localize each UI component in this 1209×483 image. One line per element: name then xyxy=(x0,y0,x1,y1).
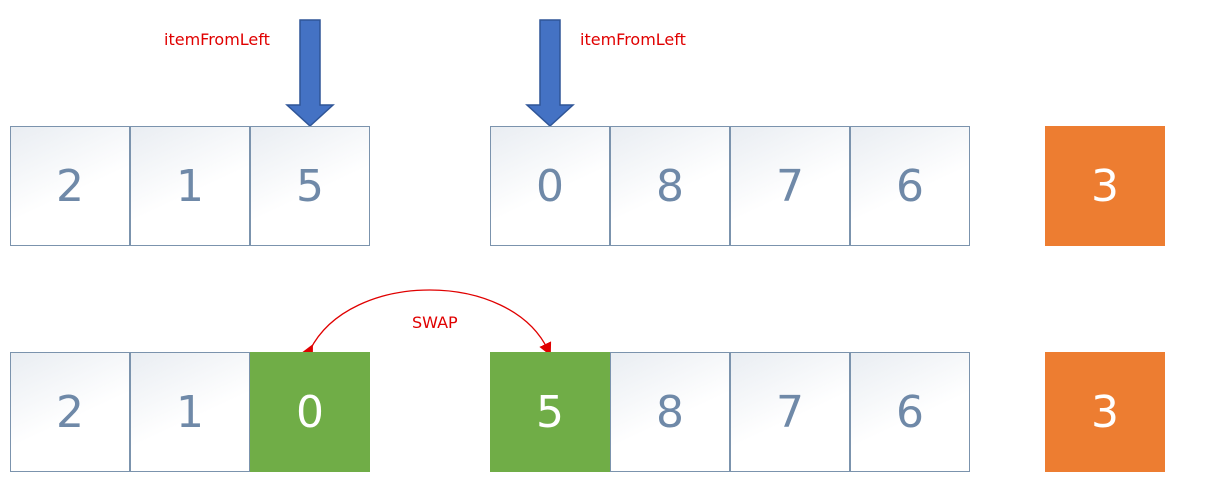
pointer-left-label: itemFromLeft xyxy=(164,30,270,49)
top-right-cell-4: 6 xyxy=(850,126,970,246)
bottom-right-cell-1-swapped: 5 xyxy=(490,352,610,472)
top-left-cell-1: 2 xyxy=(10,126,130,246)
top-right-cell-2: 8 xyxy=(610,126,730,246)
top-pivot-cell: 3 xyxy=(1045,126,1165,246)
bottom-right-cell-4: 6 xyxy=(850,352,970,472)
top-left-cell-3: 5 xyxy=(250,126,370,246)
bottom-left-cell-3-swapped: 0 xyxy=(250,352,370,472)
top-right-cell-1: 0 xyxy=(490,126,610,246)
bottom-left-cell-1: 2 xyxy=(10,352,130,472)
bottom-pivot-cell: 3 xyxy=(1045,352,1165,472)
pointer-arrow-right-icon xyxy=(525,19,575,128)
swap-arrow-icon xyxy=(301,289,552,359)
bottom-left-cell-2: 1 xyxy=(130,352,250,472)
swap-label: SWAP xyxy=(412,313,458,332)
top-left-cell-2: 1 xyxy=(130,126,250,246)
bottom-right-cell-2: 8 xyxy=(610,352,730,472)
bottom-right-cell-3: 7 xyxy=(730,352,850,472)
top-right-cell-3: 7 xyxy=(730,126,850,246)
pointer-right-label: itemFromLeft xyxy=(580,30,686,49)
pointer-arrow-left-icon xyxy=(285,19,335,128)
